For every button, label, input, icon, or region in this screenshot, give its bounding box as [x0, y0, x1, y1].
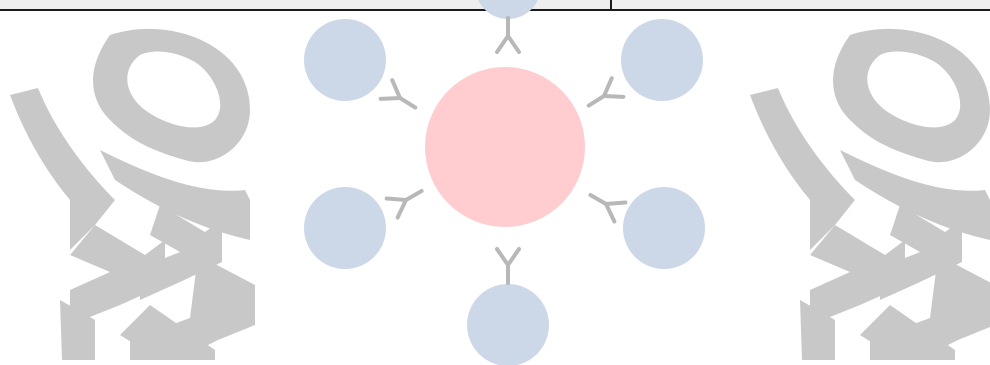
satellite-node-upper-left: [304, 19, 386, 101]
connector-lower-left: [384, 179, 430, 220]
satellite-node-bottom: [467, 284, 549, 365]
left-emblem: [10, 28, 255, 360]
connector-upper-left: [378, 78, 424, 119]
satellite-node-top: [478, 0, 538, 19]
satellite-node-upper-right: [621, 19, 703, 101]
connector-bottom: [495, 247, 521, 285]
center-node: [425, 67, 585, 227]
connector-lower-right: [582, 183, 628, 224]
table-column-divider: [610, 0, 612, 11]
connector-upper-right: [580, 76, 626, 117]
satellite-node-lower-left: [304, 187, 386, 269]
right-emblem: [750, 28, 990, 360]
satellite-node-lower-right: [623, 187, 705, 269]
connector-top: [495, 16, 521, 54]
